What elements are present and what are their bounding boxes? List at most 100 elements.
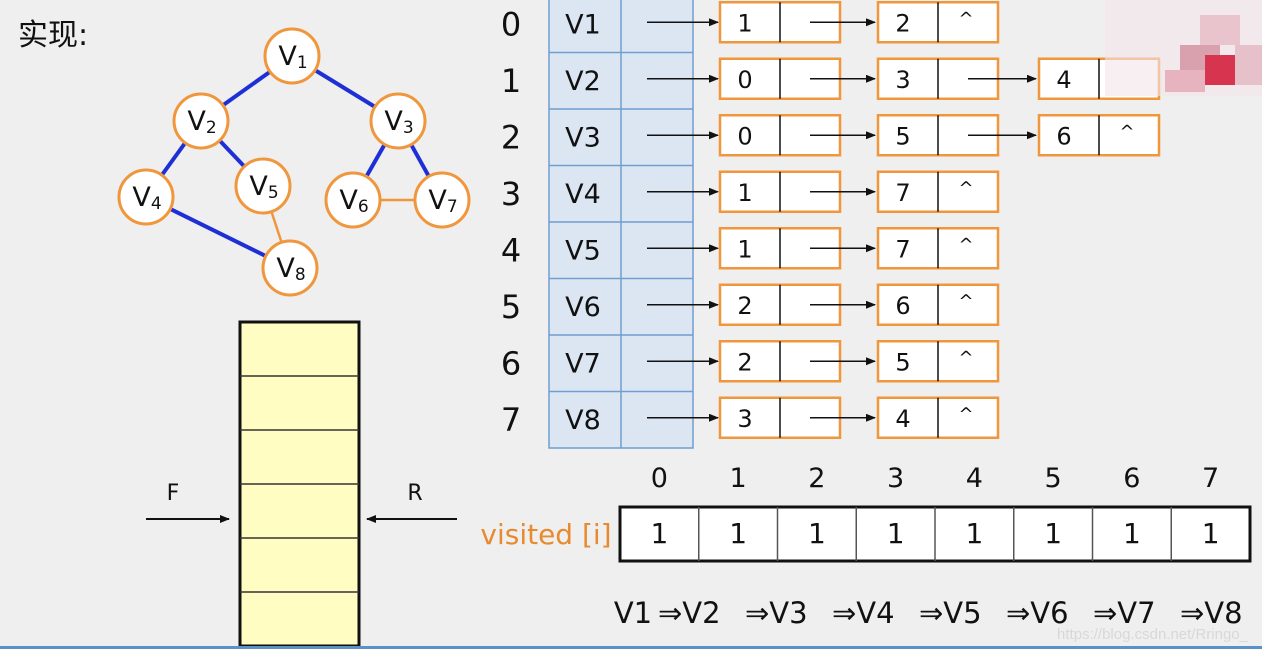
- list-node: 0: [718, 57, 876, 100]
- vertex-name: V2: [565, 66, 601, 97]
- list-node: 6^: [876, 283, 1000, 326]
- node-circle: [263, 27, 321, 85]
- traversal-item: ⇒V8: [1180, 596, 1243, 630]
- vertex-name: V6: [565, 292, 601, 323]
- node-label: V1: [278, 41, 307, 73]
- graph-node-v2: V2: [172, 92, 230, 150]
- visited-value: 1: [1202, 517, 1220, 550]
- list-node-value: 0: [737, 122, 752, 150]
- row-index: 4: [501, 231, 521, 269]
- graph-node-v8: V8: [261, 239, 319, 297]
- visited-index: 5: [1045, 463, 1062, 494]
- row-index: 3: [501, 175, 521, 213]
- edge-v3-v7: [409, 143, 431, 178]
- row-index: 2: [501, 118, 521, 156]
- edge-v2-v5: [218, 139, 246, 168]
- edge-v5-v8: [270, 211, 283, 243]
- list-node: 0: [718, 114, 876, 157]
- visited-value: 1: [650, 517, 668, 550]
- graph-node-v4: V4: [117, 168, 175, 226]
- node-label: V8: [276, 253, 305, 285]
- visited-index: 7: [1202, 463, 1219, 494]
- list-node-null: ^: [958, 234, 973, 255]
- row-index: 0: [501, 5, 521, 43]
- graph-edges: [160, 68, 431, 258]
- row-index: 7: [501, 401, 521, 439]
- vertex-name: V7: [565, 348, 601, 379]
- node-circle: [413, 171, 471, 229]
- list-node: 7^: [876, 170, 1000, 213]
- visited-value: 1: [729, 517, 747, 550]
- list-node-value: 3: [895, 66, 910, 94]
- visited-label: visited [i]: [480, 518, 611, 551]
- list-node-value: 7: [895, 179, 910, 207]
- queue-front-label: F: [167, 481, 180, 506]
- watermark: https://blog.csdn.net/Rringo_: [1057, 626, 1248, 643]
- node-label: V5: [249, 171, 278, 203]
- vertex-name: V3: [565, 122, 601, 153]
- list-node-null: ^: [958, 404, 973, 425]
- list-node: 3: [876, 57, 1037, 100]
- graph-node-v1: V1: [263, 27, 321, 85]
- bottom-border: [0, 646, 1262, 649]
- list-node-value: 4: [1056, 66, 1071, 94]
- list-node-null: ^: [958, 347, 973, 368]
- node-label: V6: [339, 185, 368, 217]
- list-node-value: 2: [895, 9, 910, 37]
- traversal-item: ⇒V3: [745, 596, 808, 630]
- edge-v4-v8: [169, 207, 267, 258]
- visited-index: 0: [651, 463, 668, 494]
- list-node-value: 1: [737, 179, 752, 207]
- node-circle: [324, 171, 382, 229]
- list-node-value: 0: [737, 66, 752, 94]
- node-circle: [369, 92, 427, 150]
- visited-index: 1: [730, 463, 747, 494]
- node-label: V7: [428, 185, 457, 217]
- visited-value: 1: [887, 517, 905, 550]
- list-node: 5^: [876, 340, 1000, 383]
- node-circle: [234, 157, 292, 215]
- traversal-item: V1: [614, 596, 652, 630]
- traversal-item: ⇒V6: [1006, 596, 1069, 630]
- list-node: 2^: [876, 1, 1000, 44]
- list-node-value: 6: [895, 292, 910, 320]
- list-node: 1: [718, 170, 876, 213]
- visited-index: 4: [966, 463, 983, 494]
- visited-value: 1: [1123, 517, 1141, 550]
- list-node-value: 3: [737, 405, 752, 433]
- graph-node-v6: V6: [324, 171, 382, 229]
- edge-v1-v2: [221, 70, 272, 107]
- visited-value: 1: [965, 517, 983, 550]
- visited-index: 6: [1123, 463, 1140, 494]
- vertex-name: V4: [565, 179, 601, 210]
- visited-value: 1: [1044, 517, 1062, 550]
- list-node: 1: [718, 227, 876, 270]
- visited-value: 1: [808, 517, 826, 550]
- node-circle: [261, 239, 319, 297]
- edge-v2-v4: [160, 141, 187, 177]
- graph-node-v7: V7: [413, 171, 471, 229]
- node-label: V3: [384, 106, 413, 138]
- node-circle: [172, 92, 230, 150]
- list-node-value: 2: [737, 348, 752, 376]
- list-node-value: 1: [737, 9, 752, 37]
- node-circle: [117, 168, 175, 226]
- list-node: 2: [718, 283, 876, 326]
- vertex-name: V8: [565, 405, 601, 436]
- list-node-value: 5: [895, 348, 910, 376]
- traversal-item: ⇒V4: [832, 596, 895, 630]
- blurred-overlay: [1105, 0, 1262, 96]
- graph-node-v5: V5: [234, 157, 292, 215]
- queue-rear-label: R: [407, 481, 422, 506]
- list-node-value: 6: [1056, 122, 1071, 150]
- row-index: 6: [501, 344, 521, 382]
- traversal-item: ⇒V7: [1093, 596, 1156, 630]
